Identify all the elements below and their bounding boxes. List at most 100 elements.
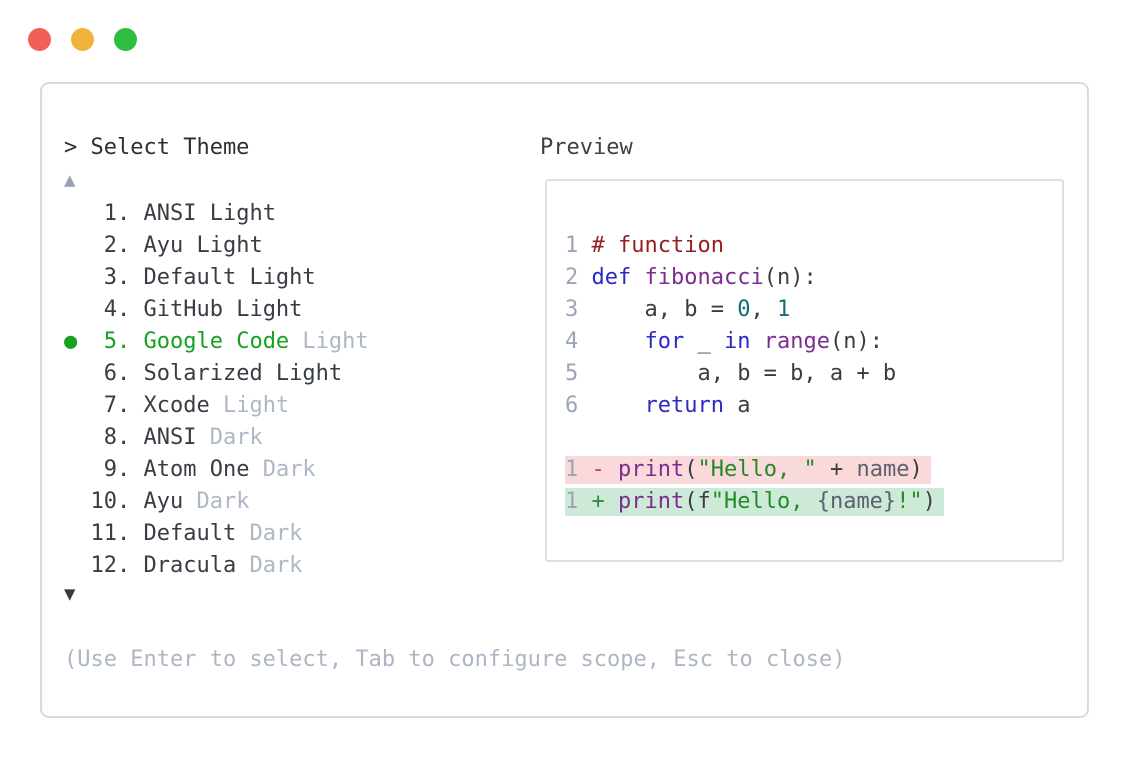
theme-item-label: Default Light: [143, 265, 316, 290]
token-pln: [750, 329, 763, 354]
token-pln: a: [723, 393, 751, 418]
theme-item[interactable]: 9. Atom One Dark: [64, 454, 369, 486]
code-line: 2 def fibonacci(n):: [565, 262, 944, 294]
theme-item-number: ● 5.: [64, 329, 144, 354]
diff-line-added: 1 + print(f"Hello, {name}!"): [565, 486, 944, 518]
token-pln: [631, 265, 644, 290]
token-pln: [592, 393, 645, 418]
token-pln: ): [922, 489, 936, 514]
theme-item-number: 9.: [64, 457, 144, 482]
theme-item-label: Default: [143, 521, 237, 546]
theme-item[interactable]: 7. Xcode Light: [64, 390, 369, 422]
token-minus: -: [591, 457, 618, 482]
theme-item[interactable]: 12. Dracula Dark: [64, 550, 369, 582]
theme-item-number: 1.: [64, 201, 144, 226]
theme-item-label: Ayu Light: [143, 233, 263, 258]
theme-item-number: 6.: [64, 361, 144, 386]
token-kwd: for: [644, 329, 685, 354]
theme-item[interactable]: 8. ANSI Dark: [64, 422, 369, 454]
code-line: 4 for _ in range(n):: [565, 326, 944, 358]
zoom-window-icon[interactable]: [114, 28, 137, 51]
code-line: 6 return a: [565, 390, 944, 422]
theme-item-label: Solarized Light: [143, 361, 343, 386]
token-num: 2: [565, 265, 592, 290]
token-plus: +: [591, 489, 618, 514]
theme-item-variant: Dark: [236, 521, 303, 546]
theme-item-label: Dracula: [143, 553, 237, 578]
token-pln: +: [816, 457, 857, 482]
preview-title: Preview: [540, 135, 633, 160]
code-blank-line: [565, 422, 944, 454]
theme-item[interactable]: 6. Solarized Light: [64, 358, 369, 390]
token-lit: 1: [776, 297, 791, 322]
theme-item-number: 8.: [64, 425, 144, 450]
token-str: "Hello,: [710, 489, 817, 514]
theme-item[interactable]: 11. Default Dark: [64, 518, 369, 550]
diff-highlight-added: 1 + print(f"Hello, {name}!"): [565, 488, 944, 516]
token-kwd: return: [644, 393, 724, 418]
theme-item-number: 12.: [64, 553, 144, 578]
theme-item-number: 2.: [64, 233, 144, 258]
diff-line-removed: 1 - print("Hello, " + name): [565, 454, 944, 486]
theme-item-label: Ayu: [143, 489, 184, 514]
scroll-down-icon[interactable]: ▼: [64, 583, 76, 605]
token-typ: range: [763, 329, 830, 354]
theme-item-variant: Dark: [249, 457, 316, 482]
token-pln: ): [909, 457, 923, 482]
token-com: # function: [591, 233, 724, 258]
theme-item-selected[interactable]: ● 5. Google Code Light: [64, 326, 369, 358]
token-pln: _: [684, 329, 724, 354]
scroll-up-icon[interactable]: ▲: [64, 169, 76, 191]
theme-item[interactable]: 10. Ayu Dark: [64, 486, 369, 518]
token-pln: (n):: [763, 265, 817, 290]
theme-item-variant: Light: [209, 393, 290, 418]
theme-item-label: Google Code: [143, 329, 290, 354]
token-kwd: def: [591, 265, 632, 290]
code-line: 5 a, b = b, a + b: [565, 358, 944, 390]
theme-item-variant: Dark: [196, 425, 263, 450]
theme-item-variant: Light: [289, 329, 369, 354]
theme-item-number: 10.: [64, 489, 144, 514]
help-text: (Use Enter to select, Tab to configure s…: [64, 647, 846, 672]
token-pln: (n):: [829, 329, 883, 354]
theme-item[interactable]: 2. Ayu Light: [64, 230, 369, 262]
theme-item-variant: Dark: [236, 553, 303, 578]
token-pln: ,: [750, 297, 777, 322]
diff-highlight-removed: 1 - print("Hello, " + name): [565, 456, 931, 484]
theme-item-number: 7.: [64, 393, 144, 418]
theme-item-number: 3.: [64, 265, 144, 290]
theme-item-number: 11.: [64, 521, 144, 546]
theme-item-number: 4.: [64, 297, 144, 322]
token-str: "Hello, ": [697, 457, 817, 482]
minimize-window-icon[interactable]: [71, 28, 94, 51]
token-kwd: in: [723, 329, 751, 354]
token-pln: a, b = b, a + b: [591, 361, 897, 386]
token-num: 1: [565, 457, 592, 482]
theme-item[interactable]: 4. GitHub Light: [64, 294, 369, 326]
theme-picker-panel: > Select Theme ▲ 1. ANSI Light 2. Ayu Li…: [40, 82, 1089, 718]
close-window-icon[interactable]: [28, 28, 51, 51]
theme-item-variant: Dark: [183, 489, 250, 514]
theme-item-label: GitHub Light: [143, 297, 303, 322]
token-var: {name}: [816, 489, 897, 514]
code-line: 3 a, b = 0, 1: [565, 294, 944, 326]
theme-item-label: ANSI Light: [143, 201, 276, 226]
prompt-title: > Select Theme: [64, 135, 250, 160]
token-num: 5: [565, 361, 592, 386]
token-typ: fibonacci: [644, 265, 764, 290]
theme-item-label: Xcode: [143, 393, 210, 418]
token-pln: [592, 329, 645, 354]
theme-list: 1. ANSI Light 2. Ayu Light 3. Default Li…: [64, 198, 369, 582]
theme-item-label: Atom One: [143, 457, 250, 482]
theme-item[interactable]: 3. Default Light: [64, 262, 369, 294]
token-num: 1: [565, 233, 592, 258]
theme-item-label: ANSI: [143, 425, 197, 450]
token-num: 4: [565, 329, 592, 354]
token-typ: print: [618, 489, 685, 514]
token-typ: print: [618, 457, 685, 482]
token-str: !": [896, 489, 923, 514]
theme-item[interactable]: 1. ANSI Light: [64, 198, 369, 230]
